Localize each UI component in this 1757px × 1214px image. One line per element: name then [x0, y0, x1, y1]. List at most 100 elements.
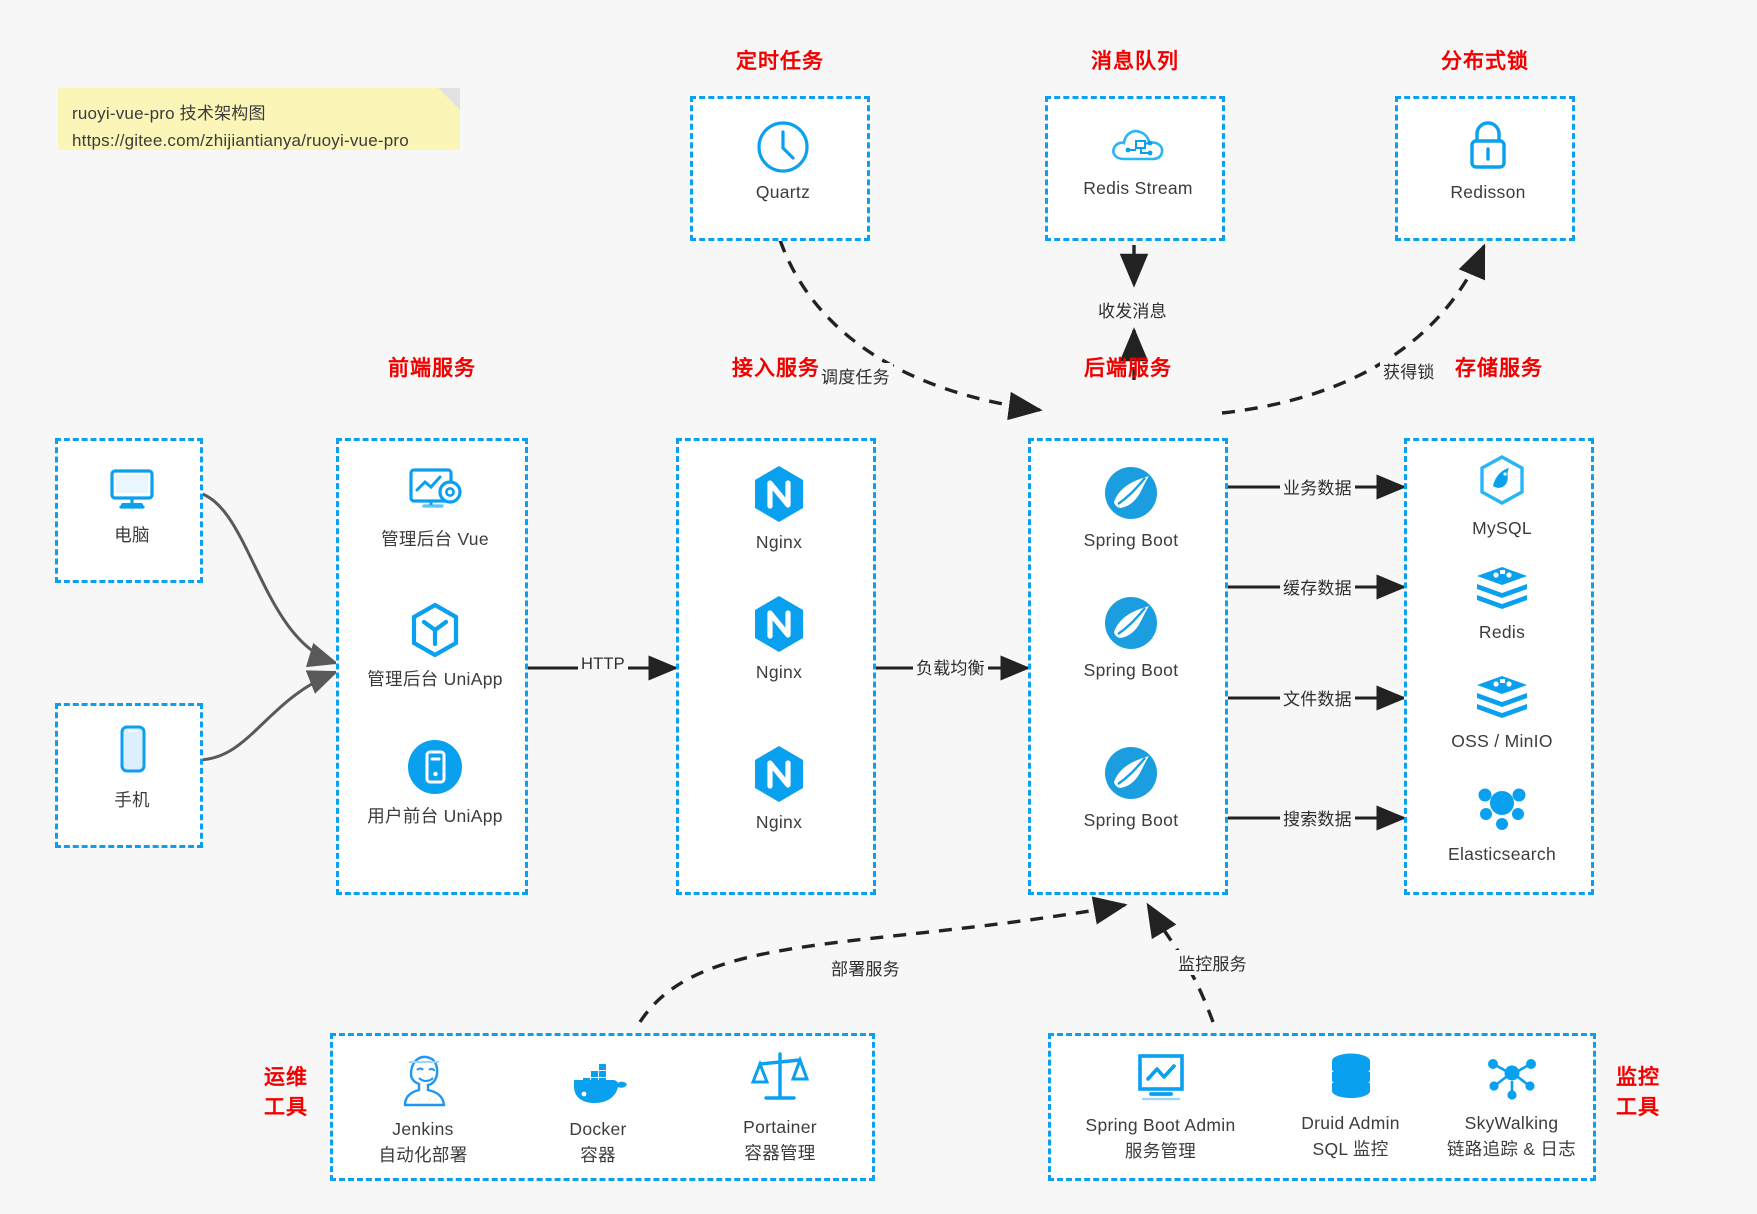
node-spring-boot-admin[interactable]: Spring Boot Admin 服务管理 — [1053, 1048, 1268, 1163]
node-mysql[interactable]: MySQL — [1407, 453, 1597, 539]
node-label: Docker — [569, 1119, 627, 1139]
edge-label-http: HTTP — [578, 655, 628, 674]
mobile-app-icon — [408, 740, 462, 794]
node-skywalking[interactable]: SkyWalking 链路追踪 & 日志 — [1419, 1048, 1604, 1161]
lock-icon — [1470, 121, 1506, 169]
edge-label-cache-data: 缓存数据 — [1280, 574, 1355, 599]
node-label: Spring Boot — [1083, 810, 1179, 830]
message-queue-box: Redis Stream — [1045, 96, 1225, 241]
client-phone-box: 手机 — [55, 703, 203, 848]
node-label: Nginx — [755, 812, 803, 832]
edge-label-search-data: 搜索数据 — [1280, 805, 1355, 830]
node-admin-uniapp[interactable]: 管理后台 UniApp — [339, 601, 531, 691]
node-nginx-3[interactable]: Nginx — [679, 743, 879, 833]
nginx-icon — [755, 596, 803, 652]
node-nginx-2[interactable]: Nginx — [679, 593, 879, 683]
ops-tools-line1: 运维 — [264, 1066, 308, 1089]
group-title-message-queue: 消息队列 — [1091, 50, 1179, 73]
node-redis[interactable]: Redis — [1407, 563, 1597, 643]
node-portainer[interactable]: Portainer 容器管理 — [695, 1046, 865, 1165]
spring-boot-icon — [1105, 467, 1157, 519]
node-druid-admin[interactable]: Druid Admin SQL 监控 — [1263, 1048, 1438, 1161]
edge-label-business-data: 业务数据 — [1280, 474, 1355, 499]
ops-tools-box: Jenkins 自动化部署 Docker 容器 — [330, 1033, 875, 1181]
node-label: MySQL — [1472, 518, 1532, 538]
distributed-lock-box: Redisson — [1395, 96, 1575, 241]
node-sublabel: 容器管理 — [744, 1143, 816, 1163]
node-spring-boot-1[interactable]: Spring Boot — [1031, 463, 1231, 551]
node-label: 用户前台 UniApp — [367, 806, 503, 826]
node-sublabel: SQL 监控 — [1312, 1139, 1389, 1159]
spring-boot-icon — [1105, 747, 1157, 799]
scheduled-task-box: Quartz — [690, 96, 870, 241]
node-spring-boot-3[interactable]: Spring Boot — [1031, 743, 1231, 831]
cloud-stream-icon — [1112, 129, 1164, 161]
node-computer[interactable]: 电脑 — [58, 459, 206, 547]
mobile-phone-icon — [120, 725, 146, 773]
note-title: ruoyi-vue-pro 技术架构图 — [72, 104, 266, 123]
node-nginx-1[interactable]: Nginx — [679, 463, 879, 553]
client-computer-box: 电脑 — [55, 438, 203, 583]
group-title-ops-tools: 运维 工具 — [258, 1063, 314, 1123]
node-label: 手机 — [114, 790, 150, 810]
node-spring-boot-2[interactable]: Spring Boot — [1031, 593, 1231, 681]
node-redis-stream[interactable]: Redis Stream — [1048, 119, 1228, 199]
node-label: Elasticsearch — [1448, 844, 1556, 864]
gateway-service-box: Nginx Nginx Nginx — [676, 438, 876, 895]
node-label: Spring Boot — [1083, 660, 1179, 680]
node-jenkins[interactable]: Jenkins 自动化部署 — [343, 1050, 503, 1167]
node-docker[interactable]: Docker 容器 — [518, 1050, 678, 1167]
edge-label-deploy-service: 部署服务 — [828, 955, 903, 980]
jenkins-icon — [403, 1055, 446, 1107]
node-label: 电脑 — [114, 525, 150, 545]
desktop-computer-icon — [110, 469, 154, 509]
node-admin-vue[interactable]: 管理后台 Vue — [339, 461, 531, 551]
monitor-tools-box: Spring Boot Admin 服务管理 Druid Admin SQL 监… — [1048, 1033, 1596, 1181]
group-title-distributed-lock: 分布式锁 — [1441, 50, 1529, 73]
redis-icon — [1477, 567, 1527, 609]
backend-service-box: Spring Boot Spring Boot Spring Boot — [1028, 438, 1228, 895]
group-title-backend-service: 后端服务 — [1084, 357, 1172, 380]
node-label: Quartz — [755, 182, 811, 202]
node-label: Spring Boot — [1083, 530, 1179, 550]
clock-icon — [757, 121, 809, 173]
group-title-scheduled-task: 定时任务 — [736, 50, 824, 73]
node-phone[interactable]: 手机 — [58, 722, 206, 812]
spring-boot-icon — [1105, 597, 1157, 649]
nginx-icon — [755, 466, 803, 522]
node-quartz[interactable]: Quartz — [693, 119, 873, 203]
node-redisson[interactable]: Redisson — [1398, 117, 1578, 203]
monitor-tools-line2: 工具 — [1616, 1096, 1660, 1119]
nginx-icon — [755, 746, 803, 802]
node-user-uniapp[interactable]: 用户前台 UniApp — [339, 738, 531, 828]
dashboard-gear-icon — [409, 468, 462, 508]
node-label: Jenkins — [392, 1119, 454, 1139]
oss-minio-icon — [1477, 676, 1527, 718]
node-label: Nginx — [755, 532, 803, 552]
node-label: Redis — [1478, 622, 1526, 642]
node-sublabel: 服务管理 — [1124, 1141, 1197, 1161]
node-label: OSS / MinIO — [1451, 731, 1553, 751]
group-title-monitor-tools: 监控 工具 — [1610, 1063, 1666, 1123]
elasticsearch-icon — [1478, 788, 1526, 830]
node-label: Nginx — [755, 662, 803, 682]
edge-label-send-receive-message: 收发消息 — [1095, 297, 1170, 322]
node-label: Spring Boot Admin — [1085, 1115, 1236, 1135]
node-elasticsearch[interactable]: Elasticsearch — [1407, 781, 1597, 865]
docker-icon — [574, 1064, 627, 1103]
node-oss-minio[interactable]: OSS / MinIO — [1407, 672, 1597, 752]
mysql-icon — [1480, 455, 1524, 505]
frontend-service-box: 管理后台 Vue 管理后台 UniApp 用户前台 UniApp — [336, 438, 528, 895]
node-label: Portainer — [743, 1117, 817, 1137]
diagram-note: ruoyi-vue-pro 技术架构图 https://gitee.com/zh… — [58, 88, 460, 150]
node-label: Redisson — [1450, 182, 1526, 202]
node-sublabel: 容器 — [580, 1145, 616, 1165]
edge-label-load-balance: 负载均衡 — [913, 654, 988, 679]
group-title-storage-service: 存储服务 — [1455, 357, 1543, 380]
note-url: https://gitee.com/zhijiantianya/ruoyi-vu… — [72, 131, 409, 150]
edge-label-acquire-lock: 获得锁 — [1380, 358, 1438, 383]
node-label: Druid Admin — [1301, 1113, 1400, 1133]
uniapp-cube-icon — [411, 602, 459, 658]
group-title-frontend-service: 前端服务 — [388, 357, 476, 380]
